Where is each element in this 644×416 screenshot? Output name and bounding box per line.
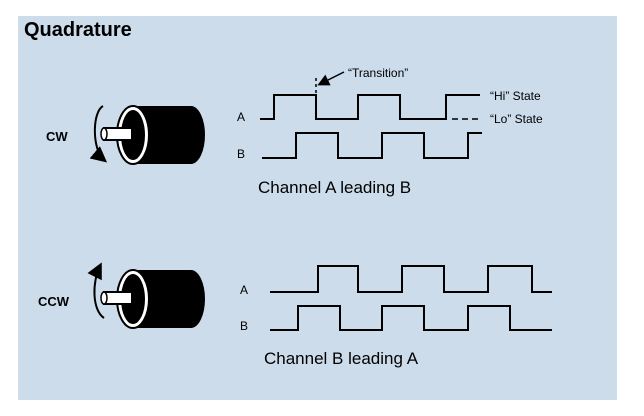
cw-label: CW: [46, 129, 68, 144]
ccw-rotation-arrow-icon: [87, 262, 105, 319]
ccw-channel-a-waveform: [270, 265, 552, 293]
encoder-cw: [100, 105, 205, 165]
ccw-caption: Channel B leading A: [264, 349, 419, 368]
cw-channel-b-waveform: [262, 132, 482, 159]
ccw-channel-b-waveform: [270, 305, 552, 331]
hi-state-annotation: “Hi” State: [490, 89, 541, 103]
cw-channel-a-label: A: [237, 110, 245, 124]
transition-annotation: “Transition”: [348, 66, 408, 80]
diagram-title: Quadrature: [24, 19, 132, 41]
lo-state-annotation: “Lo” State: [490, 112, 543, 126]
ccw-label: CCW: [38, 294, 70, 309]
cw-channel-a-waveform: [260, 94, 480, 120]
cw-rotation-arrow-icon: [89, 105, 108, 163]
ccw-channel-a-label: A: [240, 283, 248, 297]
cw-channel-b-label: B: [237, 147, 245, 161]
encoder-ccw: [100, 269, 205, 329]
cw-caption: Channel A leading B: [258, 178, 411, 197]
ccw-channel-b-label: B: [240, 319, 248, 333]
transition-arrow-icon: [317, 71, 345, 86]
